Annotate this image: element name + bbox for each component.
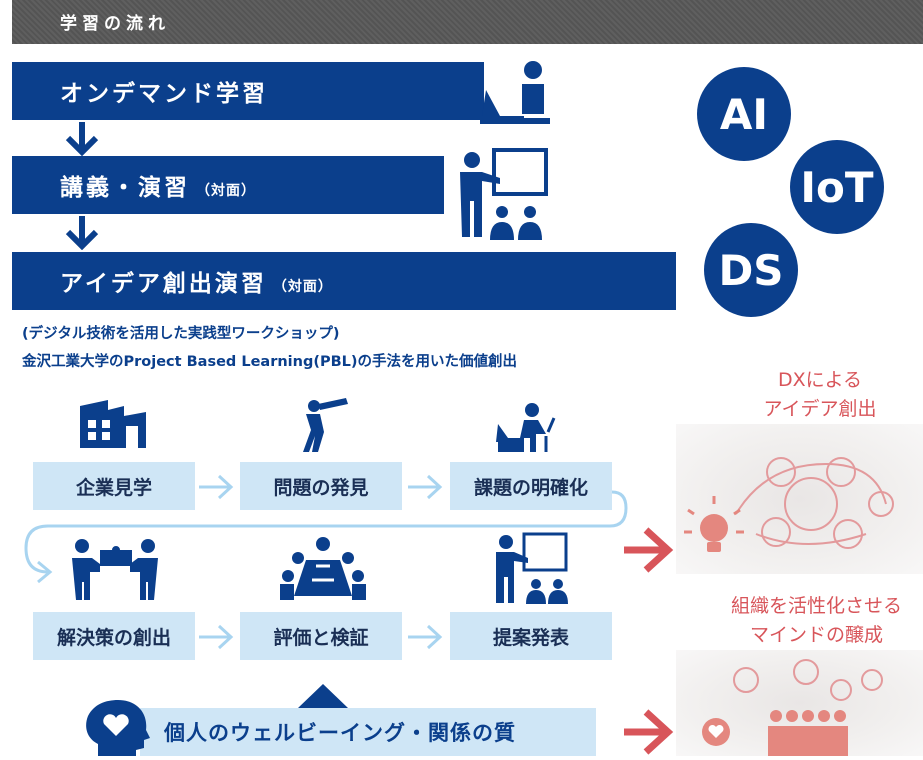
outcome-mindset-line2: マインドの醸成 <box>749 624 883 646</box>
stage-label-lecture: 講義・演習 <box>60 175 190 201</box>
wellbeing-label: 個人のウェルビーイング・関係の質 <box>164 721 516 745</box>
step-label: 解決策の創出 <box>56 626 171 649</box>
right-arrow-icon <box>199 624 234 650</box>
step-label: 提案発表 <box>492 626 569 649</box>
right-arrow-icon <box>408 624 443 650</box>
outcome-ideation: DXによる アイデア創出 <box>720 366 920 424</box>
topic-circle-ai: AI <box>697 67 791 161</box>
red-arrow-icon <box>624 709 674 755</box>
heart-head-icon <box>86 700 150 756</box>
team-illustration <box>676 650 923 756</box>
stage-suffix-ideation: （対面） <box>272 279 333 295</box>
telescope-person-icon <box>303 398 348 452</box>
down-arrow-icon <box>65 216 99 250</box>
stage-bar-lecture: 講義・演習 （対面） <box>12 156 444 214</box>
workshop-note: (デジタル技術を活用した実践型ワークショップ) <box>22 326 340 342</box>
topic-label-iot: IoT <box>800 162 874 212</box>
right-arrow-icon <box>199 474 234 500</box>
desk-worker-icon <box>496 403 556 452</box>
topic-circle-iot: IoT <box>790 140 884 234</box>
outcome-ideation-line1: DXによる <box>777 369 863 391</box>
right-arrow-icon <box>408 474 443 500</box>
step-presentation: 提案発表 <box>450 612 612 660</box>
step-label: 問題の発見 <box>273 476 369 499</box>
outcome-mindset: 組織を活性化させる マインドの醸成 <box>710 592 923 650</box>
pbl-note: 金沢工業大学のProject Based Learning(PBL)の手法を用い… <box>22 354 518 370</box>
building-icon <box>80 400 146 448</box>
red-arrow-icon <box>624 527 674 573</box>
step-issue-clarification: 課題の明確化 <box>450 462 612 510</box>
lecturer-icon <box>460 148 548 240</box>
section-header: 学習の流れ <box>12 0 923 44</box>
section-title: 学習の流れ <box>60 14 170 34</box>
topic-label-ds: DS <box>718 245 784 295</box>
stage-suffix-lecture: （対面） <box>196 183 256 199</box>
laptop-learner-icon <box>480 61 550 124</box>
topic-label-ai: AI <box>719 89 769 139</box>
step-label: 課題の明確化 <box>473 476 588 499</box>
down-arrow-icon <box>65 122 99 156</box>
stage-bar-ondemand: オンデマンド学習 <box>12 62 484 120</box>
wellbeing-bar: 個人のウェルビーイング・関係の質 <box>140 708 596 756</box>
presenter-icon <box>496 532 568 604</box>
step-company-visit: 企業見学 <box>33 462 195 510</box>
meeting-table-icon <box>280 537 366 600</box>
outcome-mindset-line1: 組織を活性化させる <box>730 595 902 617</box>
idea-network-illustration <box>676 424 923 574</box>
outcome-ideation-line2: アイデア創出 <box>763 398 877 420</box>
topic-circle-ds: DS <box>704 223 798 317</box>
up-arrow-icon <box>298 684 348 710</box>
step-evaluation: 評価と検証 <box>240 612 402 660</box>
step-label: 企業見学 <box>75 476 152 499</box>
stage-label-ideation: アイデア創出演習 <box>60 271 267 297</box>
stage-label-ondemand: オンデマンド学習 <box>60 81 268 107</box>
step-label: 評価と検証 <box>273 626 369 649</box>
wrap-connector-icon <box>24 490 628 584</box>
step-problem-discovery: 問題の発見 <box>240 462 402 510</box>
step-solution-creation: 解決策の創出 <box>33 612 195 660</box>
stage-bar-ideation: アイデア創出演習 （対面） <box>12 252 676 310</box>
collaboration-puzzle-icon <box>72 539 158 600</box>
